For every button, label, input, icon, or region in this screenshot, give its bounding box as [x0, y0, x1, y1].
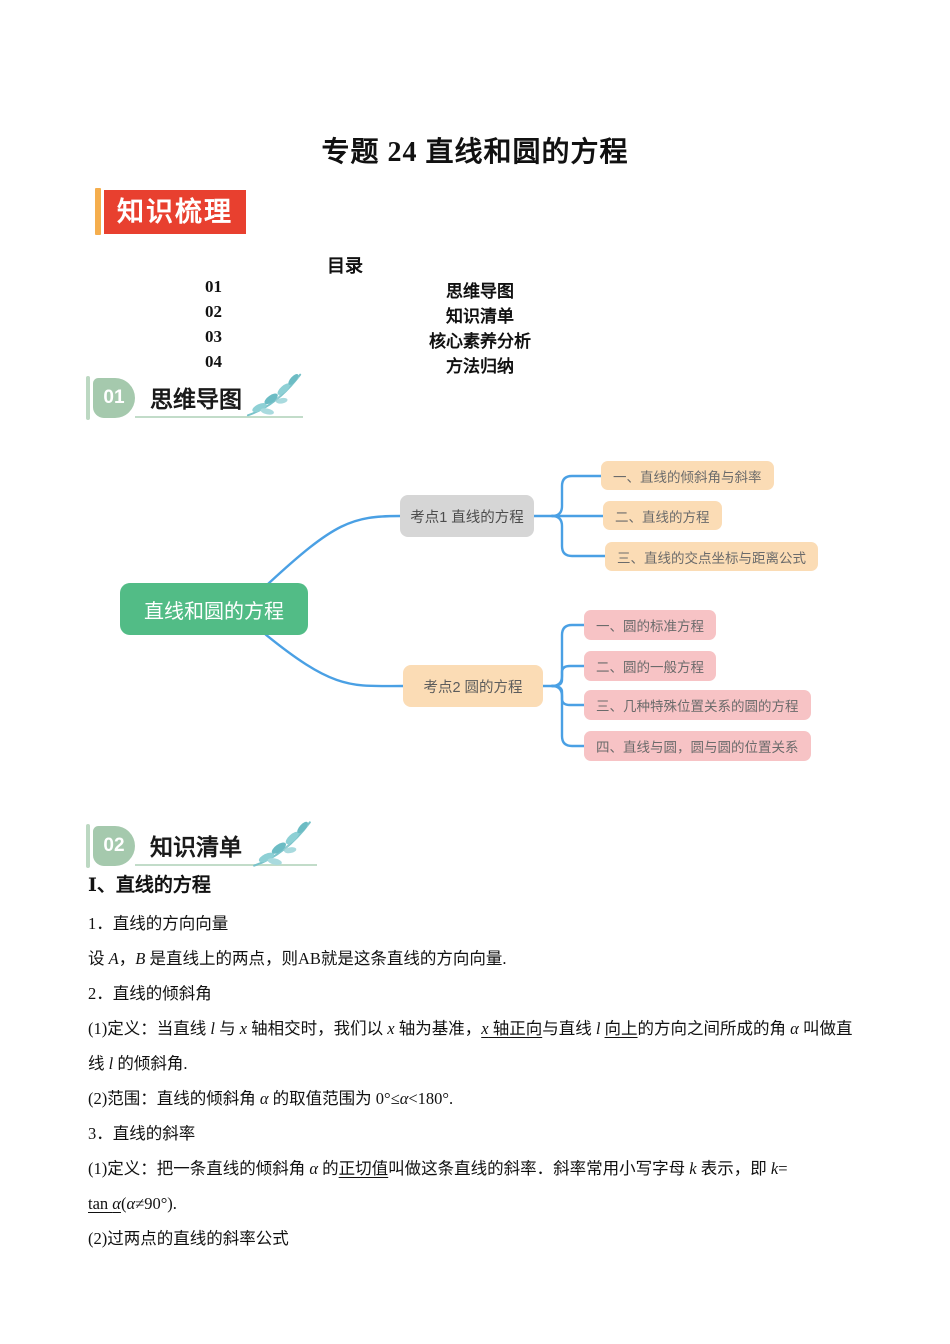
mindmap-leaf-node: 二、直线的方程: [603, 501, 722, 530]
knowledge-text-block: 1．直线的方向向量设 A，B 是直线上的两点，则AB就是这条直线的方向向量. 2．…: [88, 906, 888, 1256]
text-line: tan α(α≠90°).: [88, 1194, 177, 1213]
mindmap-leaf-node: 一、直线的倾斜角与斜率: [601, 461, 774, 490]
mindmap-leaf-node: 三、直线的交点坐标与距离公式: [605, 542, 818, 571]
text-line: 线 l 的倾斜角.: [88, 1054, 188, 1073]
page-title: 专题 24 直线和圆的方程: [321, 137, 629, 168]
mindmap-branch-node: 考点2 圆的方程: [403, 665, 543, 707]
banner-label: 知识梳理: [104, 190, 246, 234]
toc-item-number: 03: [205, 327, 222, 346]
section-accent-bar: [86, 376, 90, 420]
mindmap-diagram: 直线和圆的方程 考点1 直线的方程 一、直线的倾斜角与斜率 二、直线的方程 三、…: [100, 450, 860, 780]
toc-row: 01 思维导图: [0, 277, 950, 302]
mindmap-root-node: 直线和圆的方程: [120, 583, 308, 635]
text-line: (2)范围：直线的倾斜角 α 的取值范围为 0°≤α<180°.: [88, 1089, 454, 1108]
section-underline: [135, 416, 303, 418]
toc-row: 04 方法归纳: [0, 352, 950, 377]
text-line: (1)定义：当直线 l 与 x 轴相交时，我们以 x 轴为基准，x 轴正向与直线…: [88, 1019, 853, 1038]
mindmap-connectors: [263, 474, 607, 748]
section-underline: [135, 864, 317, 866]
text-line: (1)定义：把一条直线的倾斜角 α 的正切值叫做这条直线的斜率．斜率常用小写字母…: [88, 1159, 788, 1178]
text-line: (2)过两点的直线的斜率公式: [88, 1229, 289, 1248]
mindmap-leaf-node: 二、圆的一般方程: [584, 651, 716, 681]
toc-item-label: 知识清单: [446, 307, 514, 326]
mindmap-leaf-node: 四、直线与圆，圆与圆的位置关系: [584, 731, 811, 761]
section-header-mindmap: 01 思维导图: [84, 371, 404, 432]
mindmap-branch-node: 考点1 直线的方程: [400, 495, 534, 537]
section-number-badge: 02: [93, 826, 135, 866]
toc-item-label: 方法归纳: [446, 357, 514, 376]
toc-item-number: 04: [205, 352, 222, 371]
toc-item-label: 核心素养分析: [429, 332, 531, 351]
leaf-decoration-icon: [246, 371, 302, 417]
section-number-badge: 01: [93, 378, 135, 418]
toc-item-number: 01: [205, 277, 222, 296]
section-header-knowledge: 02 知识清单: [84, 819, 404, 880]
text-line: 3．直线的斜率: [88, 1124, 196, 1143]
text-line: 1．直线的方向向量: [88, 914, 229, 933]
toc-row: 02 知识清单: [0, 302, 950, 327]
section-title: 思维导图: [150, 386, 242, 412]
mindmap-leaf-node: 一、圆的标准方程: [584, 610, 716, 640]
mindmap-leaf-node: 三、几种特殊位置关系的圆的方程: [584, 690, 811, 720]
text-line: 设 A，B 是直线上的两点，则AB就是这条直线的方向向量.: [88, 949, 507, 968]
knowledge-heading: Ⅰ、直线的方程: [88, 875, 211, 896]
toc-item-label: 思维导图: [446, 282, 514, 301]
toc-item-number: 02: [205, 302, 222, 321]
knowledge-banner: 知识梳理: [95, 188, 246, 235]
section-accent-bar: [86, 824, 90, 868]
text-line: 2．直线的倾斜角: [88, 984, 212, 1003]
toc-row: 03 核心素养分析: [0, 327, 950, 352]
section-title: 知识清单: [150, 834, 242, 860]
banner-accent-bar: [95, 188, 101, 235]
leaf-decoration-icon: [253, 819, 311, 868]
toc-heading: 目录: [327, 256, 363, 276]
